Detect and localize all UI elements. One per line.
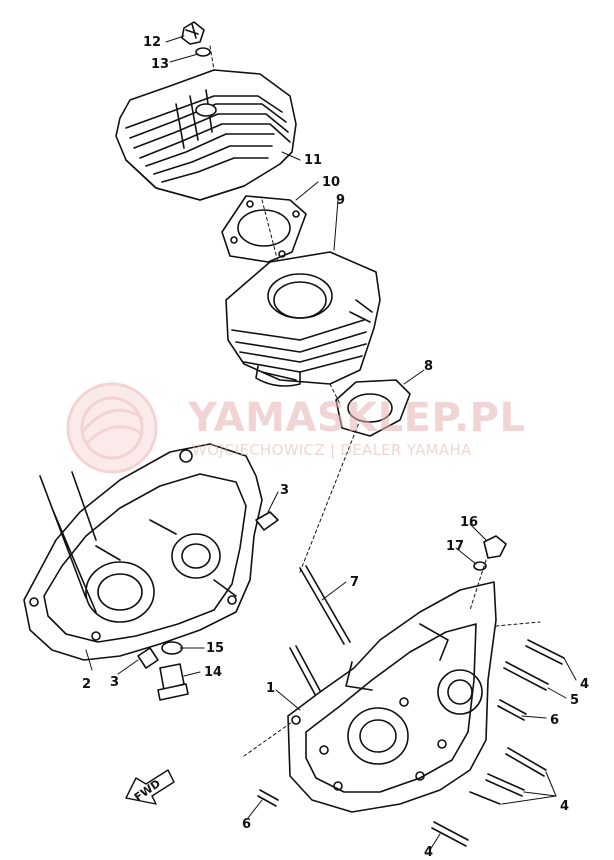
callout-14: 14	[204, 665, 223, 680]
callout-3-upper: 3	[280, 483, 290, 498]
part-3-dowel-upper	[255, 511, 279, 531]
part-4-screws	[431, 639, 565, 847]
callout-13: 13	[151, 57, 170, 72]
part-5-screw	[503, 661, 549, 691]
part-1-right-crankcase	[287, 581, 497, 813]
part-13-washer	[195, 47, 211, 57]
callout-6-right: 6	[550, 713, 560, 728]
callout-12: 12	[143, 35, 162, 50]
fwd-arrow-icon	[125, 769, 175, 805]
part-14-drain-plug	[157, 663, 189, 701]
callout-5: 5	[570, 693, 580, 708]
part-15-washer	[161, 641, 183, 655]
callout-15: 15	[206, 641, 225, 656]
part-6-screws	[257, 699, 527, 807]
callout-16: 16	[460, 515, 479, 530]
part-11-cylinder-head	[115, 69, 297, 201]
part-7-stud-bolts	[289, 565, 351, 701]
callout-4-upper: 4	[580, 677, 590, 692]
callout-11: 11	[304, 153, 323, 168]
part-17-washer	[473, 561, 487, 571]
part-12-bolt	[181, 21, 205, 45]
callout-1: 1	[266, 681, 276, 696]
callout-10: 10	[322, 175, 341, 190]
watermark-brand: YAMASKLEP.PL	[188, 395, 526, 441]
watermark-tagline: WOJCIECHOWICZ | DEALER YAMAHA	[192, 441, 472, 459]
part-2-left-crankcase	[23, 443, 263, 661]
callout-3-lower: 3	[110, 675, 120, 690]
callout-6-left: 6	[242, 817, 252, 832]
part-16-plug	[483, 535, 507, 559]
watermark-logo	[66, 382, 158, 474]
callout-7: 7	[350, 575, 360, 590]
callout-9: 9	[336, 193, 346, 208]
callout-4-lower: 4	[424, 845, 434, 860]
part-3-dowel-lower	[137, 647, 159, 669]
callout-2: 2	[82, 677, 92, 692]
part-9-cylinder	[225, 251, 381, 387]
part-8-base-gasket	[335, 379, 411, 437]
part-10-head-gasket	[221, 195, 307, 263]
callout-17: 17	[446, 539, 465, 554]
leader-lines	[85, 35, 577, 851]
callout-4-mid: 4	[560, 799, 570, 814]
callout-8: 8	[424, 359, 434, 374]
